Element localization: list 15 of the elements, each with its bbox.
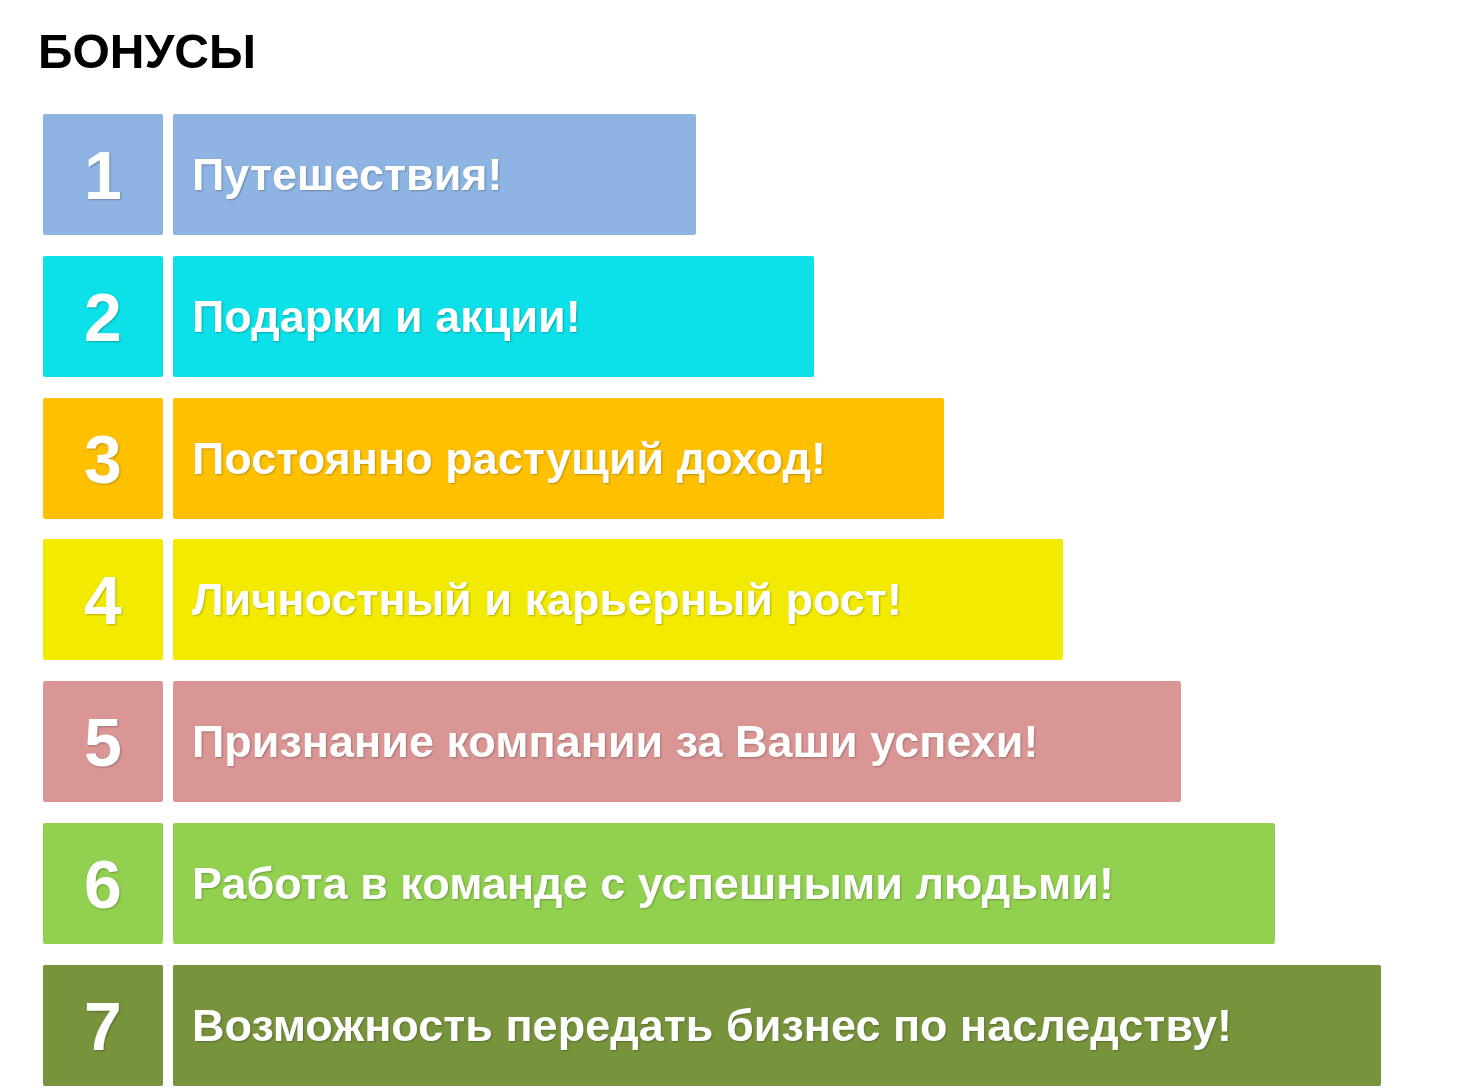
bonus-bar: Путешествия! — [173, 114, 696, 235]
bonus-bar: Подарки и акции! — [173, 256, 814, 377]
title: БОНУСЫ — [38, 24, 256, 80]
bonus-bar: Признание компании за Ваши успехи! — [173, 681, 1181, 802]
number-tile: 4 — [43, 539, 163, 660]
number-tile: 2 — [43, 256, 163, 377]
bonus-bar: Личностный и карьерный рост! — [173, 539, 1063, 660]
number-tile: 1 — [43, 114, 163, 235]
bonus-bar: Постоянно растущий доход! — [173, 398, 944, 519]
number-tile: 3 — [43, 398, 163, 519]
bonus-bar: Работа в команде с успешными людьми! — [173, 823, 1275, 944]
number-tile: 7 — [43, 965, 163, 1086]
number-tile: 6 — [43, 823, 163, 944]
number-tile: 5 — [43, 681, 163, 802]
bonus-bar: Возможность передать бизнес по наследству! — [173, 965, 1381, 1086]
